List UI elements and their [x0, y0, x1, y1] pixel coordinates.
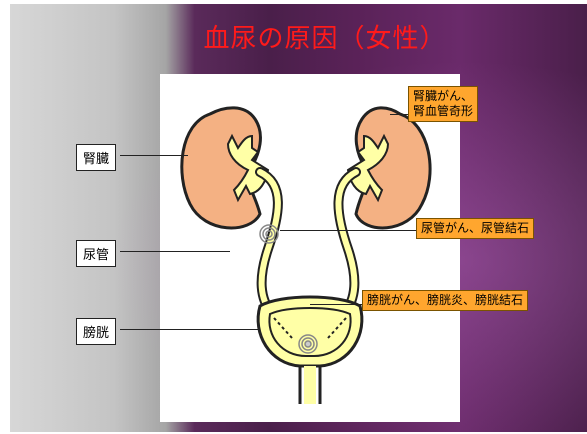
urinary-tract-diagram — [160, 74, 460, 422]
bladder-stone-marker — [299, 335, 317, 353]
ureter-callout-leader — [280, 230, 416, 231]
bladder-leader — [120, 329, 260, 330]
kidney-callout-line2: 腎血管奇形 — [413, 104, 473, 119]
ureter-label: 尿管 — [76, 240, 116, 267]
ureter-callout: 尿管がん、尿管結石 — [416, 218, 534, 239]
anatomy-panel — [160, 74, 460, 422]
bladder-callout-leader — [310, 304, 362, 305]
slide-title: 血尿の原因（女性） — [180, 18, 470, 55]
kidney-callout: 腎臓がん、 腎血管奇形 — [408, 86, 478, 122]
kidney-callout-leader — [390, 114, 408, 115]
ureter-leader — [120, 251, 230, 252]
bladder-label: 膀胱 — [76, 318, 116, 345]
kidney-leader — [120, 155, 188, 156]
bladder-callout: 膀胱がん、膀胱炎、膀胱結石 — [362, 290, 528, 311]
kidney-label: 腎臓 — [76, 144, 116, 171]
kidney-callout-line1: 腎臓がん、 — [413, 89, 473, 104]
slide-background: 血尿の原因（女性） — [10, 4, 587, 432]
